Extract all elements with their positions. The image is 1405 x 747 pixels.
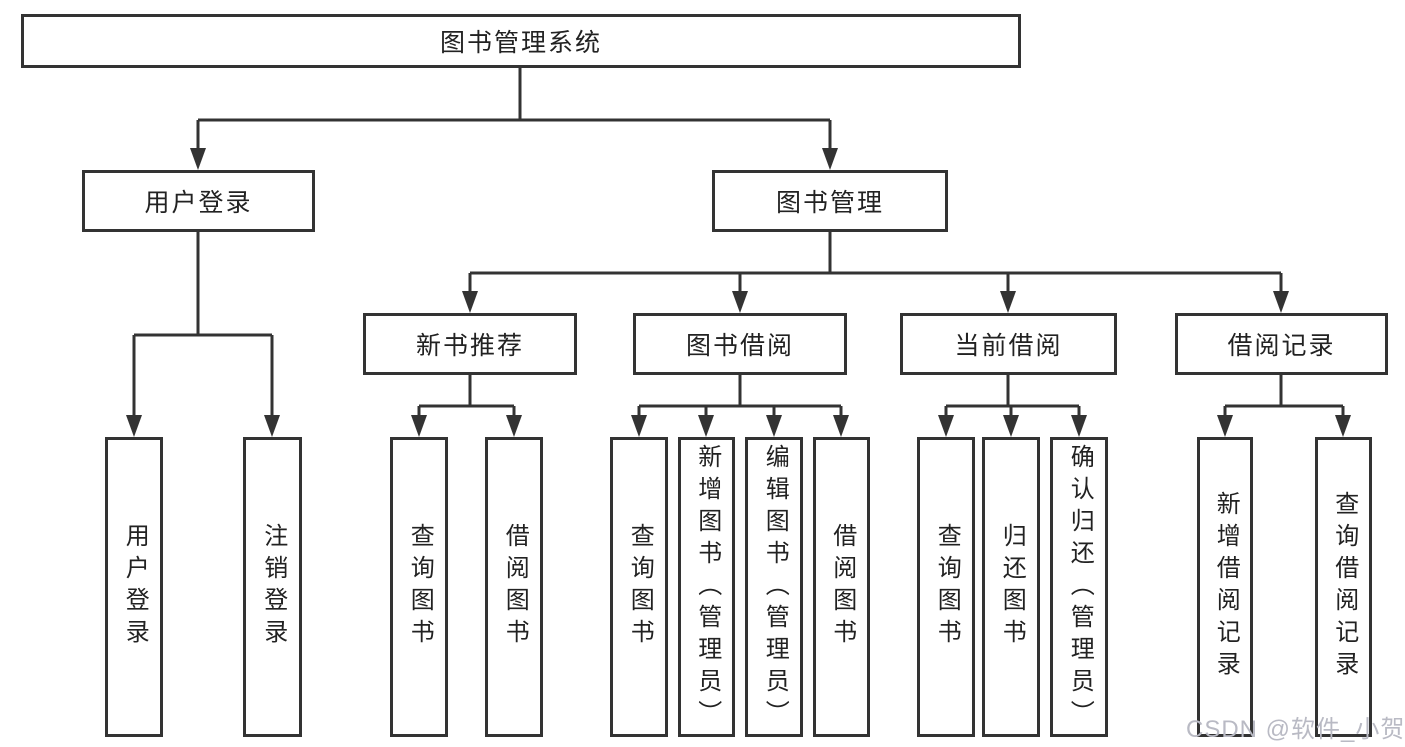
- node-user-login: 用户登录: [82, 170, 315, 232]
- node-current-borrow: 当前借阅: [900, 313, 1117, 375]
- leaf-borrow-edit-book-admin: 编辑图书（管理员）: [745, 437, 803, 737]
- leaf-records-add-record: 新增借阅记录: [1197, 437, 1253, 737]
- leaf-current-query-book: 查询图书: [917, 437, 975, 737]
- connector-arrowheads: [126, 148, 1351, 437]
- leaf-current-return-book: 归还图书: [982, 437, 1040, 737]
- node-book-borrow: 图书借阅: [633, 313, 847, 375]
- node-borrow-records: 借阅记录: [1175, 313, 1388, 375]
- leaf-records-query-record: 查询借阅记录: [1315, 437, 1372, 737]
- leaf-current-confirm-return-admin: 确认归还（管理员）: [1050, 437, 1108, 737]
- leaf-borrow-add-book-admin: 新增图书（管理员）: [678, 437, 735, 737]
- connector-stems: [132, 68, 1345, 419]
- node-book-management: 图书管理: [712, 170, 948, 232]
- leaf-user-login: 用户登录: [105, 437, 163, 737]
- csdn-watermark: CSDN @软件_小贺同学: [1186, 716, 1405, 743]
- leaf-newbook-query-book: 查询图书: [390, 437, 448, 737]
- leaf-logout-login: 注销登录: [243, 437, 302, 737]
- leaf-borrow-borrow-book: 借阅图书: [813, 437, 870, 737]
- leaf-borrow-query-book: 查询图书: [610, 437, 668, 737]
- node-root-system: 图书管理系统: [21, 14, 1021, 68]
- node-new-book-recommend: 新书推荐: [363, 313, 577, 375]
- leaf-newbook-borrow-book: 借阅图书: [485, 437, 543, 737]
